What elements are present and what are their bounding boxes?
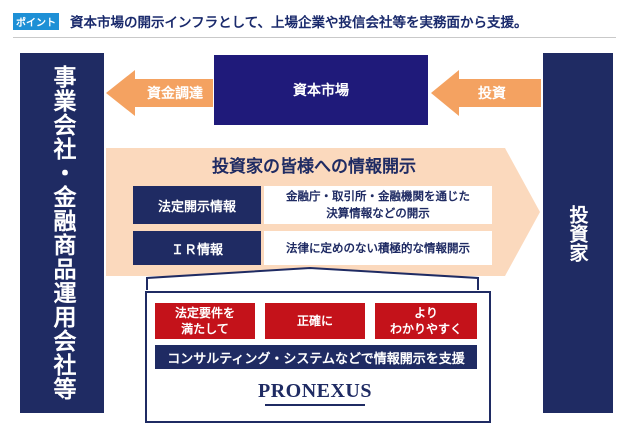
statutory-disclosure-label: 法定開示情報 <box>133 186 261 224</box>
point-badge: ポイント <box>13 13 59 30</box>
ir-info-label: ＩＲ情報 <box>133 231 261 265</box>
pronexus-logo: PRONEXUS <box>257 379 372 402</box>
issuer-companies-block: 事業会社・金融商品運用会社等 <box>20 53 104 413</box>
statutory-desc-line1: 金融庁・取引所・金融機関を通じた <box>286 189 470 204</box>
quality-accurate: 正確に <box>265 303 365 339</box>
ir-info-desc: 法律に定めのない積極的な情報開示 <box>264 231 492 265</box>
investors-label: 投資家 <box>566 204 589 262</box>
issuer-companies-label: 事業会社・金融商品運用会社等 <box>49 65 75 401</box>
disclosure-title: 投資家の皆様への情報開示 <box>212 157 416 177</box>
investors-block: 投資家 <box>543 53 613 413</box>
investment-label: 投資 <box>478 86 506 102</box>
funding-label: 資金調達 <box>147 86 203 102</box>
quality-statutory-line1: 法定要件を <box>174 305 235 320</box>
quality-statutory-line2: 満たして <box>181 322 229 336</box>
headline: 資本市場の開示インフラとして、上場企業や投信会社等を実務面から支援。 <box>70 15 528 31</box>
statutory-disclosure-desc: 金融庁・取引所・金融機関を通じた 決算情報などの開示 <box>264 186 492 224</box>
quality-clear: より わかりやすく <box>375 303 477 339</box>
consulting-support-banner: コンサルティング・システムなどで情報開示を支援 <box>155 345 477 369</box>
capital-market-box: 資本市場 <box>214 55 428 125</box>
quality-clear-line1: より <box>414 305 438 320</box>
investment-arrow <box>431 70 541 116</box>
quality-clear-line2: わかりやすく <box>389 322 462 336</box>
statutory-desc-line2: 決算情報などの開示 <box>326 206 430 220</box>
pronexus-logo-underline <box>265 404 365 406</box>
funding-arrow <box>106 70 213 116</box>
header-divider <box>13 37 616 38</box>
quality-statutory: 法定要件を 満たして <box>155 303 255 339</box>
